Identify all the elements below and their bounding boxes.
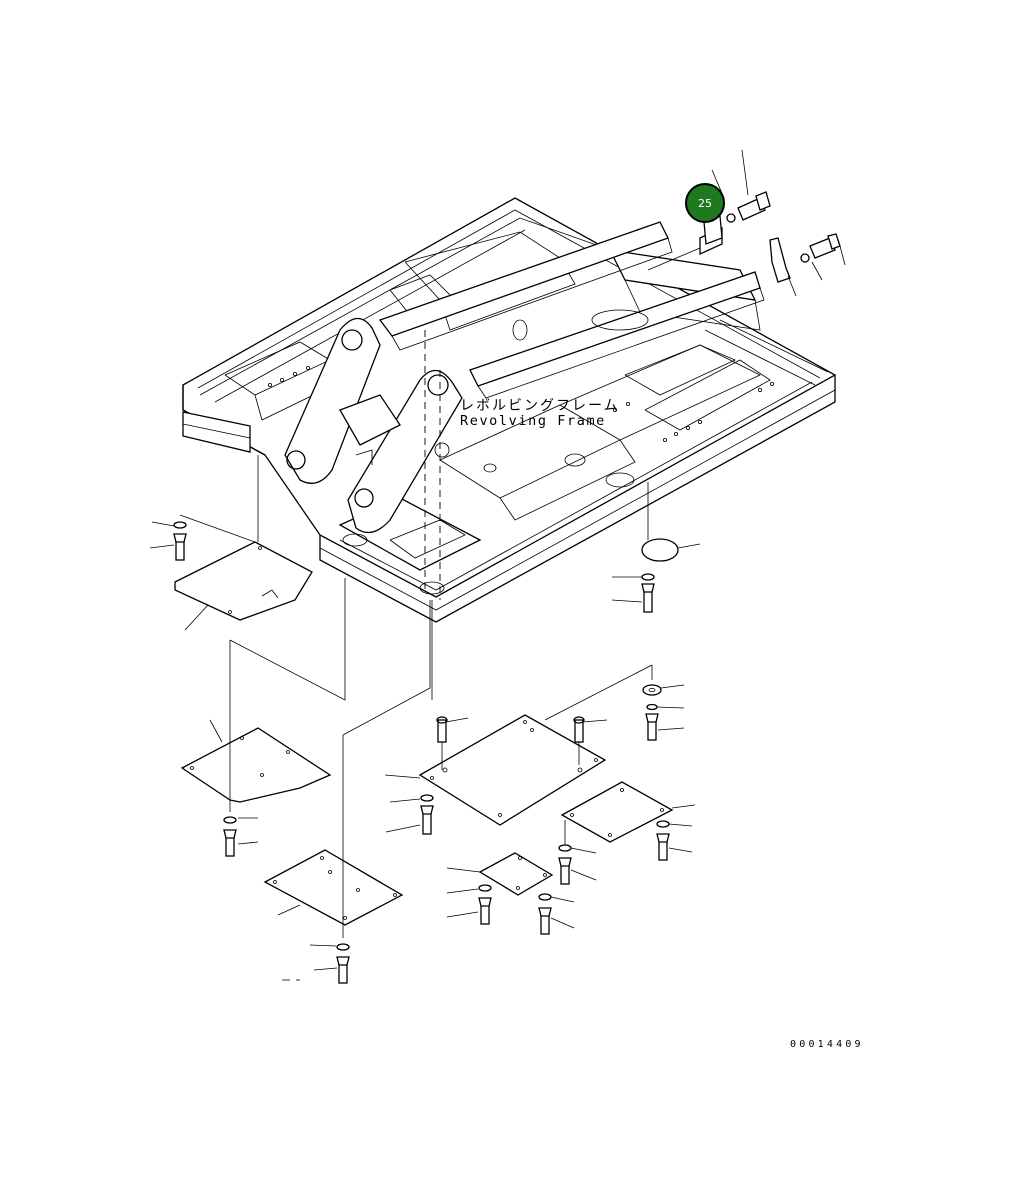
drawing-number: 00014409 — [790, 1039, 864, 1050]
cover-plate-left-upper — [149, 455, 313, 631]
cover-plate-bottom-left — [263, 600, 431, 984]
revolving-frame — [182, 197, 837, 623]
right-fastener-stack — [642, 684, 685, 741]
top-right-bracket-assembly — [647, 149, 846, 297]
callout-badge[interactable]: 25 — [685, 183, 725, 223]
frame-label-english: Revolving Frame — [460, 413, 606, 429]
cover-plate-left-middle — [180, 578, 346, 857]
frame-label-japanese: レボルビングフレーム — [460, 398, 620, 414]
cover-plate-bottom-small — [446, 852, 575, 935]
right-cover-cap — [611, 482, 701, 613]
cover-plate-center-large — [384, 600, 653, 835]
callout-number: 25 — [698, 197, 712, 210]
cover-plate-right-small — [558, 781, 696, 885]
